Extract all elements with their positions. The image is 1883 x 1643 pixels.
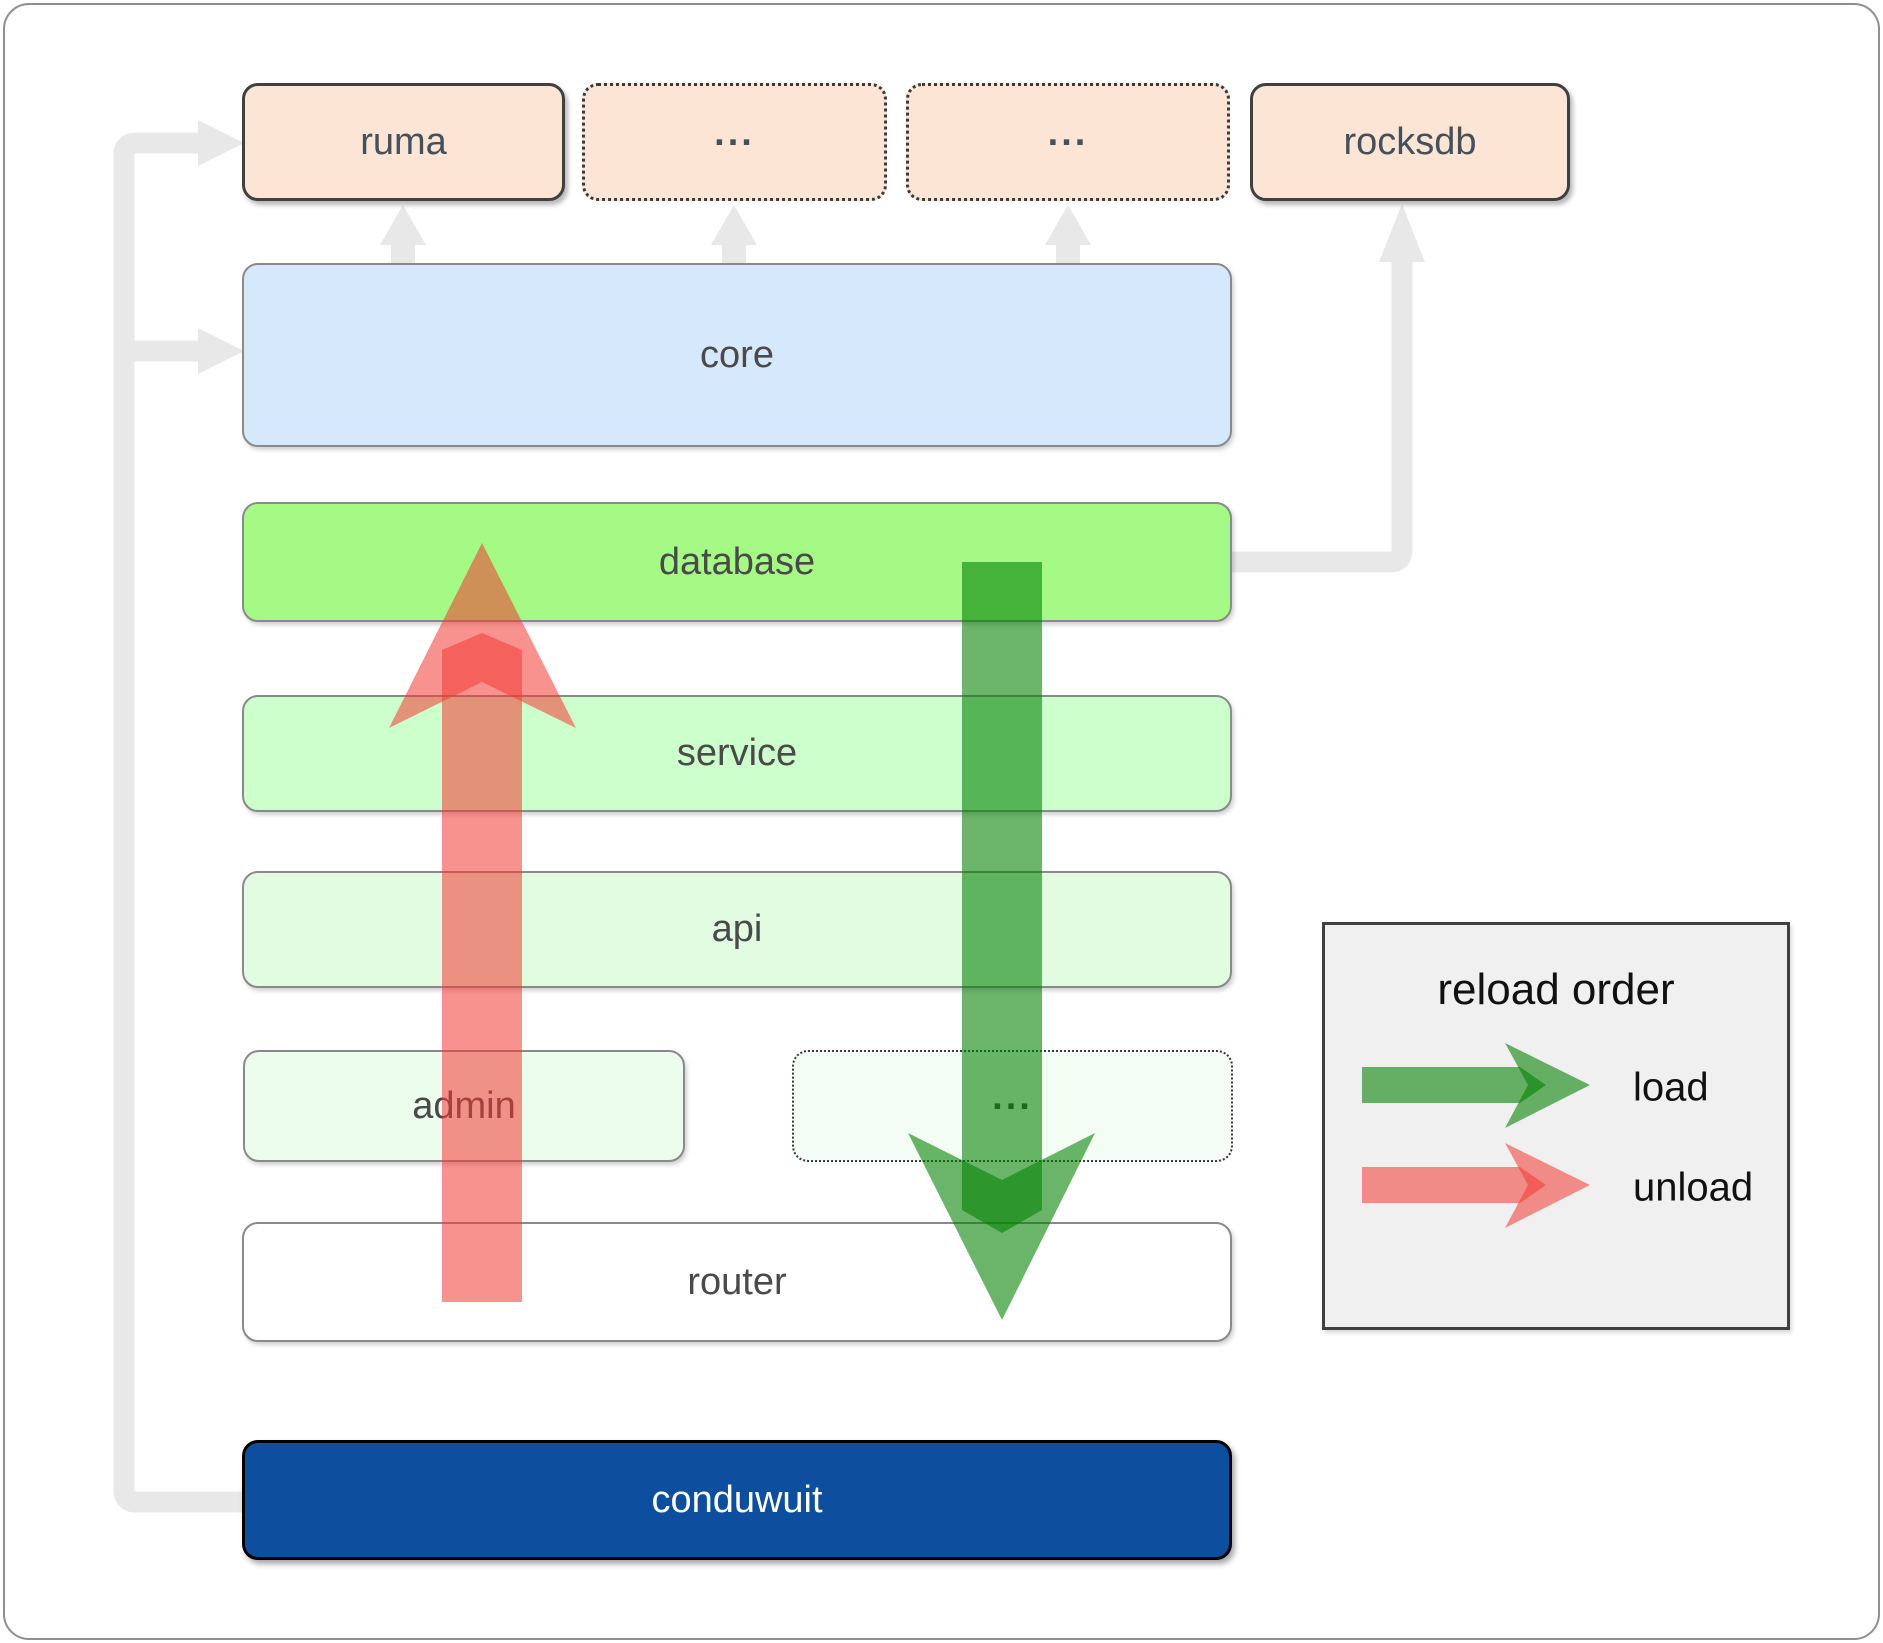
- node-rocksdb: rocksdb: [1250, 83, 1570, 201]
- node-router-label: router: [687, 1260, 787, 1303]
- arrowhead-icon: [711, 205, 757, 245]
- node-service-label: service: [676, 732, 798, 774]
- arrowhead-icon: [198, 328, 244, 374]
- node-database-label: database: [658, 540, 816, 583]
- node-top-ellipsis-2: ...: [906, 83, 1230, 201]
- node-api-label: api: [711, 908, 763, 950]
- node-ruma-label: ruma: [360, 120, 447, 163]
- legend-load-label: load: [1633, 1065, 1709, 1110]
- core-to-dots1-arrow: [711, 205, 757, 265]
- node-service: service: [242, 695, 1232, 812]
- legend: reload order load unload: [1322, 922, 1790, 1330]
- node-rocksdb-label: rocksdb: [1343, 120, 1477, 163]
- node-database: database: [242, 502, 1232, 622]
- ellipsis-label: ...: [714, 111, 755, 154]
- legend-title: reload order: [1437, 965, 1675, 1014]
- ellipsis-label: ...: [992, 1075, 1033, 1118]
- node-api: api: [242, 871, 1232, 988]
- arrowhead-icon: [1379, 204, 1425, 262]
- arrowhead-icon: [198, 120, 244, 166]
- node-core-label: core: [700, 333, 774, 376]
- node-ruma: ruma: [242, 83, 565, 201]
- core-to-dots2-arrow: [1045, 205, 1091, 265]
- conduwuit-to-ruma-connector: [113, 120, 244, 1513]
- database-to-rocksdb-connector: [1232, 204, 1425, 573]
- node-conduwuit: conduwuit: [242, 1440, 1232, 1560]
- arrowhead-icon: [1045, 205, 1091, 245]
- node-router: router: [242, 1222, 1232, 1342]
- node-core: core: [242, 263, 1232, 447]
- arrowhead-icon: [380, 205, 426, 245]
- conduwuit-to-core-connector: [124, 328, 244, 374]
- legend-unload-label: unload: [1633, 1165, 1754, 1210]
- ellipsis-label: ...: [1047, 111, 1089, 154]
- node-admin: admin: [243, 1050, 685, 1162]
- core-to-ruma-arrow: [380, 205, 426, 265]
- node-conduwuit-label: conduwuit: [651, 1478, 823, 1521]
- node-admin-ellipsis: ...: [792, 1050, 1233, 1162]
- node-admin-label: admin: [412, 1084, 516, 1127]
- outer-frame: [3, 3, 1880, 1640]
- node-top-ellipsis-1: ...: [582, 83, 887, 201]
